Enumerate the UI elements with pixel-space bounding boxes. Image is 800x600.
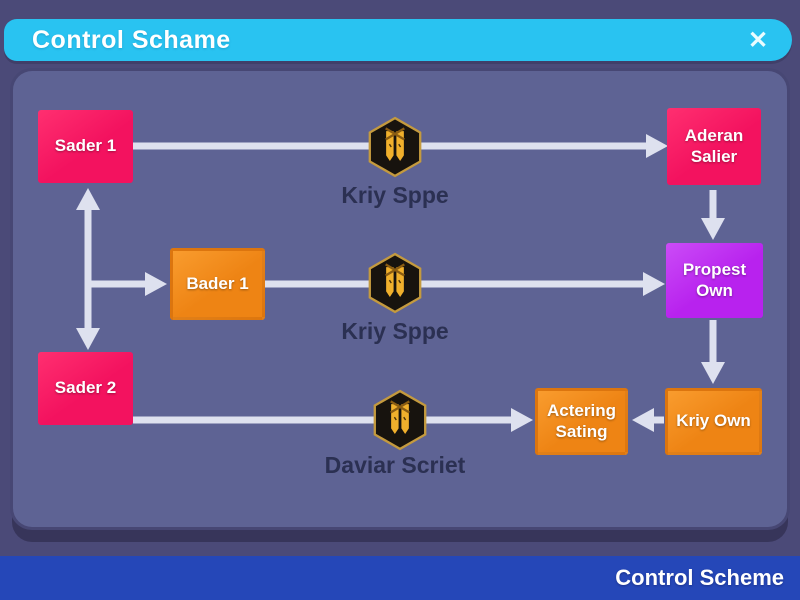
node-label: Kriy Own: [676, 411, 751, 431]
window-title: Control Schame: [32, 25, 231, 54]
node-sader-2: Sader 2: [38, 352, 133, 425]
shield-badge-icon: [368, 116, 422, 178]
node-aderan-salier: Aderan Salier: [667, 108, 761, 185]
node-kriy-own: Kriy Own: [665, 388, 762, 455]
node-label: Actering Sating: [547, 401, 616, 441]
title-bar: Control Schame ✕: [4, 19, 792, 61]
shield-badge-icon: [368, 252, 422, 314]
close-icon[interactable]: ✕: [738, 19, 778, 61]
shield-badge-icon: [373, 389, 427, 451]
edge-label-top: Kriy Sppe: [341, 182, 449, 208]
node-actering-sating: Actering Sating: [535, 388, 628, 455]
node-sader-1: Sader 1: [38, 110, 133, 183]
node-label: Bader 1: [186, 273, 249, 293]
footer-bar: Control Scheme: [0, 556, 800, 600]
node-bader-1: Bader 1: [170, 248, 265, 320]
node-label: Sader 2: [54, 378, 117, 398]
footer-title: Control Scheme: [615, 565, 784, 590]
edge-label-bottom: Daviar Scriet: [324, 452, 466, 478]
node-label: Sader 1: [54, 136, 117, 156]
node-label: Aderan Salier: [684, 126, 744, 166]
node-propest-own: Propest Own: [666, 243, 763, 318]
edge-label-middle: Kriy Sppe: [341, 318, 449, 344]
node-label: Propest Own: [682, 260, 747, 300]
